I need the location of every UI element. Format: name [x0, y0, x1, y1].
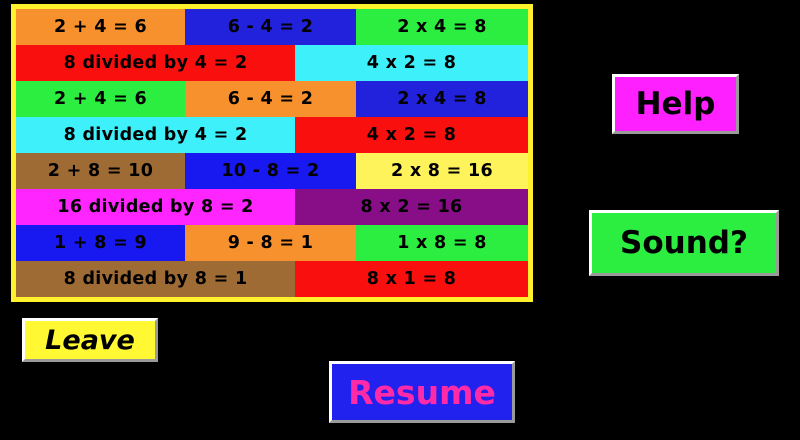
leave-button[interactable]: Leave: [22, 318, 158, 362]
fact-cell[interactable]: 1 x 8 = 8: [355, 225, 528, 261]
fact-cell[interactable]: 1 + 8 = 9: [16, 225, 185, 261]
fact-cell[interactable]: 8 divided by 4 = 2: [16, 117, 296, 153]
fact-cell[interactable]: 6 - 4 = 2: [184, 9, 356, 45]
fact-cell[interactable]: 9 - 8 = 1: [184, 225, 356, 261]
help-button-label: Help: [635, 86, 716, 122]
fact-cell[interactable]: 2 + 8 = 10: [16, 153, 185, 189]
fact-cell[interactable]: 16 divided by 8 = 2: [16, 189, 296, 225]
fact-cell[interactable]: 2 + 4 = 6: [16, 81, 185, 117]
fact-cell[interactable]: 8 divided by 4 = 2: [16, 45, 296, 81]
resume-button[interactable]: Resume: [329, 361, 515, 423]
fact-cell[interactable]: 8 x 2 = 16: [295, 189, 528, 225]
fact-cell[interactable]: 8 divided by 8 = 1: [16, 261, 296, 297]
fact-cell[interactable]: 4 x 2 = 8: [295, 117, 528, 153]
fact-cell[interactable]: 10 - 8 = 2: [184, 153, 356, 189]
fact-cell[interactable]: 8 x 1 = 8: [295, 261, 528, 297]
leave-button-label: Leave: [45, 324, 135, 356]
help-button[interactable]: Help: [612, 74, 739, 134]
resume-button-label: Resume: [348, 372, 496, 412]
fact-cell[interactable]: 2 + 4 = 6: [16, 9, 185, 45]
fact-cell[interactable]: 4 x 2 = 8: [295, 45, 528, 81]
sound-button[interactable]: Sound?: [589, 210, 779, 276]
fact-cell[interactable]: 2 x 4 = 8: [355, 9, 528, 45]
fact-cell[interactable]: 2 x 4 = 8: [355, 81, 528, 117]
fact-cell[interactable]: 6 - 4 = 2: [184, 81, 356, 117]
sound-button-label: Sound?: [620, 225, 748, 261]
fact-cell[interactable]: 2 x 8 = 16: [355, 153, 528, 189]
